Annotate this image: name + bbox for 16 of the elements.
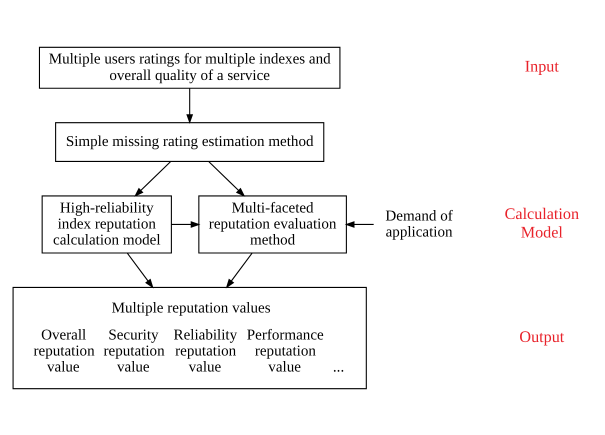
node-box: Multiple reputation values Overall reputation value Security reputation value Reliability reputation value Performance reputation value ...	[12, 286, 367, 389]
node-box: High-reliability index reputation calculation model	[42, 194, 172, 254]
arrow	[208, 160, 246, 196]
arrow	[126, 252, 154, 288]
node-box: Simple missing rating estimation method	[55, 122, 324, 162]
node-box: Multi-faceted reputation evaluation method	[198, 194, 347, 254]
arrow	[134, 160, 171, 196]
node-box: Multiple users ratings for multiple indexes and overall quality of a service	[38, 46, 340, 88]
arrow	[186, 88, 194, 124]
label: Calculation Model	[504, 206, 580, 241]
label: Input	[524, 58, 559, 76]
arrow	[226, 252, 253, 288]
arrow	[172, 220, 200, 228]
node-text: Demand of application	[385, 208, 453, 240]
arrow	[344, 220, 374, 228]
label: Output	[519, 328, 564, 346]
